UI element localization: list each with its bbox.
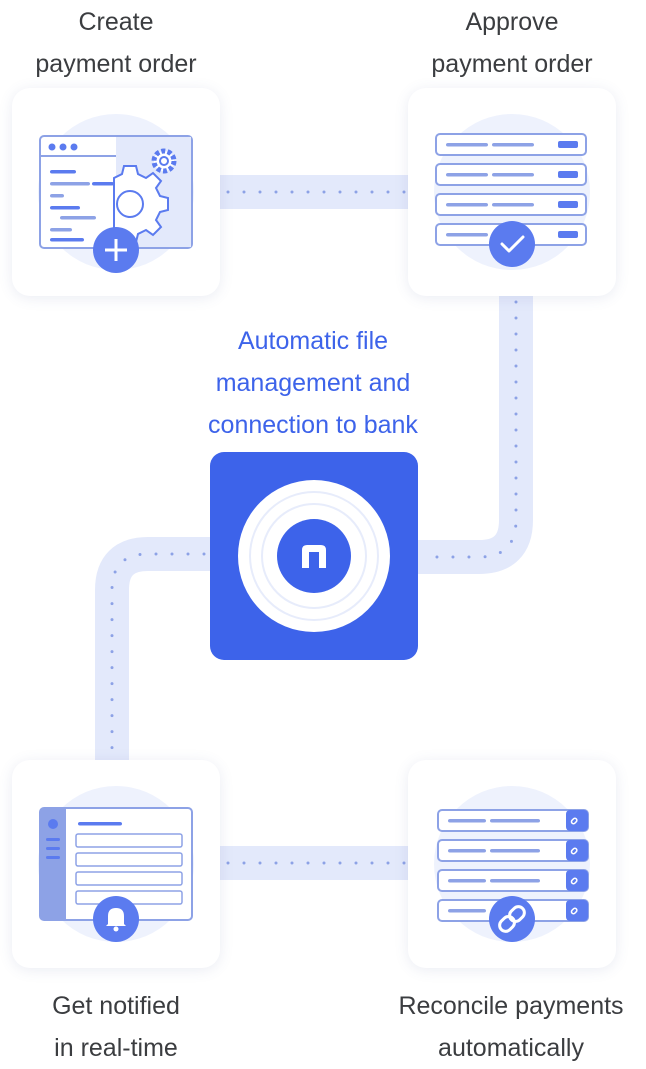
hub-label-line2: management and [215,369,411,397]
label-approve: Approve payment order [406,1,618,85]
bell-icon [38,786,194,942]
checklist-check-icon [434,114,590,270]
label-approve-line1: Approve [465,8,559,36]
card-notify [12,760,220,968]
path-create-approve [220,175,410,209]
hub-label-line3: connection to bank [208,411,418,439]
path-notify-reconcile [220,846,410,880]
label-reconcile: Reconcile payments automatically [376,985,646,1069]
card-reconcile [408,760,616,968]
card-create [12,88,220,296]
bank-logo-icon [238,480,390,632]
label-approve-line2: payment order [431,50,593,78]
label-create-line2: payment order [35,50,197,78]
label-reconcile-line1: Reconcile payments [398,992,624,1020]
hub-label-line1: Automatic file [237,327,389,355]
path-hub-notify [95,537,210,762]
hub-label: Automatic file management and connection… [160,320,466,446]
label-create-line1: Create [78,8,154,36]
path-approve-hub [418,295,533,574]
label-create: Create payment order [10,1,222,85]
bank-hub [210,452,418,660]
label-notify: Get notified in real-time [0,985,232,1069]
label-notify-line2: in real-time [54,1034,178,1062]
card-approve [408,88,616,296]
label-reconcile-line2: automatically [438,1034,584,1062]
link-icon [434,786,590,942]
label-notify-line1: Get notified [52,992,180,1020]
settings-plus-icon [38,114,194,273]
